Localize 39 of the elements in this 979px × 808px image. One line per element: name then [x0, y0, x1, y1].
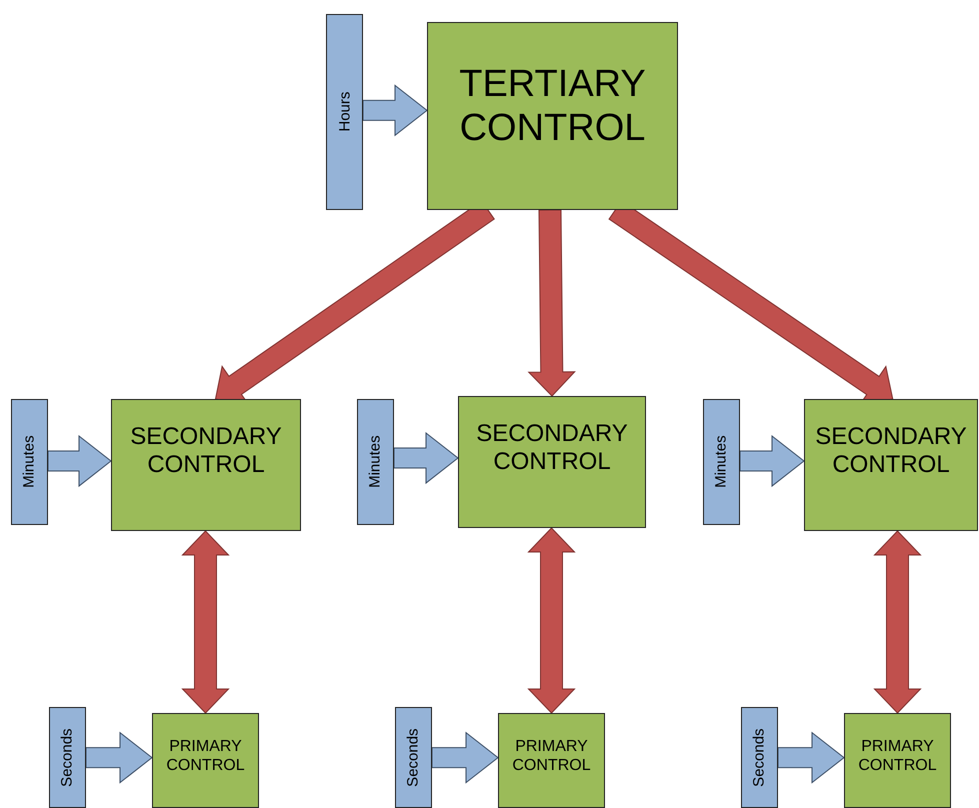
- secondary-control-box: [111, 399, 301, 531]
- time-scale-label: Hours: [336, 92, 354, 132]
- input-arrow: [778, 732, 845, 784]
- time-scale-bar: [49, 707, 86, 808]
- primary-control-box: [844, 713, 951, 808]
- secondary-control-box: [458, 396, 646, 528]
- block-arrow: [527, 527, 576, 714]
- control-label: SECONDARY CONTROL: [129, 423, 283, 479]
- input-arrow: [432, 732, 499, 784]
- input-arrow: [48, 435, 112, 488]
- control-label: SECONDARY CONTROL: [814, 423, 968, 479]
- time-scale-label: Seconds: [58, 728, 76, 787]
- time-scale-bar: [703, 399, 740, 525]
- input-arrow: [362, 84, 428, 136]
- time-scale-bar: [357, 399, 394, 525]
- control-label: SECONDARY CONTROL: [475, 420, 629, 476]
- secondary-control-box: [804, 399, 978, 531]
- primary-control-box: [152, 713, 259, 808]
- control-label: TERTIARY CONTROL: [458, 63, 647, 151]
- block-arrow: [873, 530, 922, 714]
- input-arrow: [394, 432, 459, 484]
- time-scale-label: Minutes: [712, 436, 730, 488]
- control-label: PRIMARY CONTROL: [857, 738, 938, 775]
- time-scale-bar: [326, 14, 363, 210]
- control-label: PRIMARY CONTROL: [165, 738, 246, 775]
- time-scale-label: Minutes: [366, 436, 384, 488]
- time-scale-label: Seconds: [750, 728, 768, 787]
- input-arrow: [86, 732, 153, 784]
- primary-control-box: [498, 713, 605, 808]
- time-scale-label: Seconds: [404, 728, 422, 787]
- time-scale-bar: [395, 707, 432, 808]
- control-label: PRIMARY CONTROL: [511, 738, 592, 775]
- tertiary-control-box: [427, 22, 678, 210]
- block-arrow: [528, 209, 576, 397]
- block-arrow: [181, 530, 230, 714]
- time-scale-bar: [741, 707, 778, 808]
- time-scale-label: Minutes: [20, 436, 38, 488]
- time-scale-bar: [11, 399, 48, 525]
- input-arrow: [740, 435, 805, 488]
